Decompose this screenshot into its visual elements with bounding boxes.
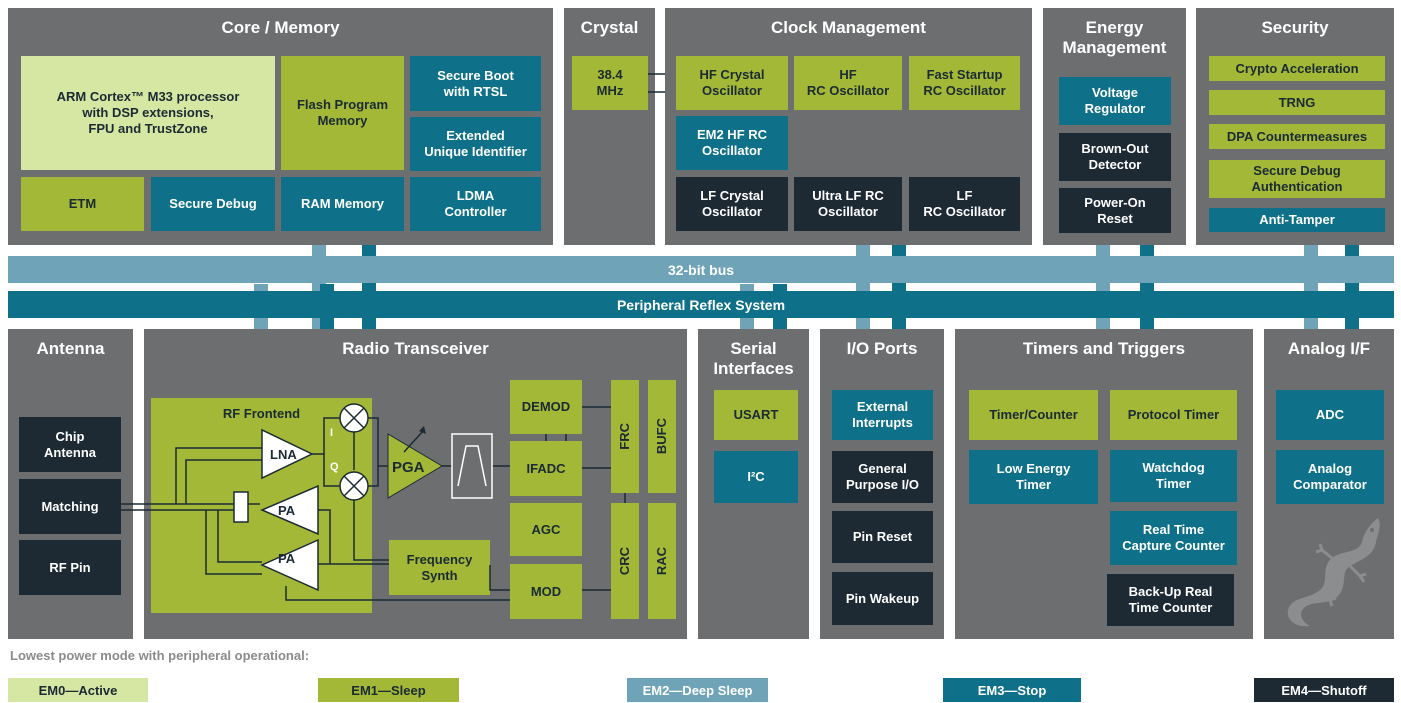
panel-title: I/O Ports: [846, 339, 918, 358]
bufc-block: BUFC: [648, 380, 676, 493]
panel-title: Serial Interfaces: [713, 339, 794, 378]
crystal-38mhz-block: 38.4 MHz: [572, 56, 648, 110]
panel-title: Core / Memory: [221, 18, 340, 37]
lf-crystal-osc-block: LF Crystal Oscillator: [676, 177, 788, 231]
rf-frontend-label: RF Frontend: [222, 406, 301, 421]
lna-label: LNA: [270, 447, 297, 462]
hf-rc-osc-block: HF RC Oscillator: [794, 56, 902, 110]
external-interrupts-block: External Interrupts: [832, 390, 933, 440]
crc-block: CRC: [611, 503, 639, 619]
gpio-block: General Purpose I/O: [832, 451, 933, 503]
flash-memory-block: Flash Program Memory: [281, 56, 404, 170]
timer-counter-block: Timer/Counter: [969, 390, 1098, 440]
agc-block: AGC: [510, 503, 582, 556]
fast-startup-rc-osc-block: Fast Startup RC Oscillator: [909, 56, 1020, 110]
trng-block: TRNG: [1209, 90, 1385, 115]
panel-title: Timers and Triggers: [1022, 339, 1186, 358]
rf-pin-block: RF Pin: [19, 540, 121, 595]
ram-memory-block: RAM Memory: [281, 177, 404, 231]
voltage-regulator-block: Voltage Regulator: [1059, 77, 1171, 125]
pin-wakeup-block: Pin Wakeup: [832, 572, 933, 625]
ldma-block: LDMA Controller: [410, 177, 541, 231]
panel-title: Security: [1261, 18, 1329, 37]
backup-rtc-block: Back-Up Real Time Counter: [1107, 574, 1234, 626]
extended-uid-block: Extended Unique Identifier: [410, 117, 541, 171]
freq-synth-block: Frequency Synth: [389, 540, 490, 595]
legend-em3: EM3—Stop: [943, 678, 1081, 702]
analog-comparator-block: Analog Comparator: [1276, 450, 1384, 504]
bus-32bit-label: 32-bit bus: [667, 261, 735, 278]
q-label: Q: [330, 461, 339, 473]
adc-block: ADC: [1276, 390, 1384, 440]
legend-em4: EM4—Shutoff: [1254, 678, 1394, 702]
em2-hf-rc-osc-block: EM2 HF RC Oscillator: [676, 116, 788, 170]
usart-block: USART: [714, 390, 798, 440]
legend-caption: Lowest power mode with peripheral operat…: [10, 648, 310, 663]
protocol-timer-block: Protocol Timer: [1110, 390, 1237, 440]
legend-em0: EM0—Active: [8, 678, 148, 702]
pa1-label: PA: [278, 503, 296, 518]
etm-block: ETM: [21, 177, 144, 231]
bus-32bit: 32-bit bus: [8, 256, 1394, 283]
brown-out-detector-block: Brown-Out Detector: [1059, 133, 1171, 181]
rtcc-block: Real Time Capture Counter: [1110, 511, 1237, 565]
ultra-lf-rc-osc-block: Ultra LF RC Oscillator: [794, 177, 902, 231]
arm-processor-block: ARM Cortex™ M33 processor with DSP exten…: [21, 56, 275, 170]
pga-label: PGA: [392, 459, 425, 476]
bus-prs: Peripheral Reflex System: [8, 291, 1394, 318]
panel-title: Clock Management: [771, 18, 926, 37]
panel-title: Energy Management: [1062, 18, 1167, 57]
demod-block: DEMOD: [510, 380, 582, 434]
ifadc-block: IFADC: [510, 441, 582, 496]
secure-boot-block: Secure Boot with RTSL: [410, 56, 541, 111]
hf-crystal-osc-block: HF Crystal Oscillator: [676, 56, 788, 110]
legend-em1: EM1—Sleep: [318, 678, 459, 702]
power-on-reset-block: Power-On Reset: [1059, 188, 1171, 233]
frc-block: FRC: [611, 380, 639, 493]
secure-debug-auth-block: Secure Debug Authentication: [1209, 160, 1385, 198]
legend-em2: EM2—Deep Sleep: [627, 678, 768, 702]
gecko-logo-icon: [1287, 518, 1380, 627]
crypto-acceleration-block: Crypto Acceleration: [1209, 56, 1385, 81]
matching-block: Matching: [19, 479, 121, 534]
dpa-countermeasures-block: DPA Countermeasures: [1209, 124, 1385, 149]
rac-block: RAC: [648, 503, 676, 619]
panel-title: Antenna: [36, 339, 105, 358]
chip-antenna-block: Chip Antenna: [19, 417, 121, 472]
pin-reset-block: Pin Reset: [832, 511, 933, 563]
i-label: I: [330, 427, 333, 439]
panel-crystal: Crystal: [564, 8, 655, 245]
radio-signal-diagram: LNA PA PA I Q PGA: [121, 403, 626, 601]
i2c-block: I²C: [714, 451, 798, 503]
panel-title: Radio Transceiver: [342, 339, 489, 358]
low-energy-timer-block: Low Energy Timer: [969, 450, 1098, 504]
pa2-label: PA: [278, 551, 296, 566]
panel-title: Analog I/F: [1287, 339, 1371, 358]
secure-debug-block: Secure Debug: [151, 177, 275, 231]
panel-title: Crystal: [580, 18, 639, 37]
anti-tamper-block: Anti-Tamper: [1209, 208, 1385, 232]
bus-prs-label: Peripheral Reflex System: [616, 296, 786, 313]
mod-block: MOD: [510, 564, 582, 619]
watchdog-timer-block: Watchdog Timer: [1110, 450, 1237, 502]
lf-rc-osc-block: LF RC Oscillator: [909, 177, 1020, 231]
